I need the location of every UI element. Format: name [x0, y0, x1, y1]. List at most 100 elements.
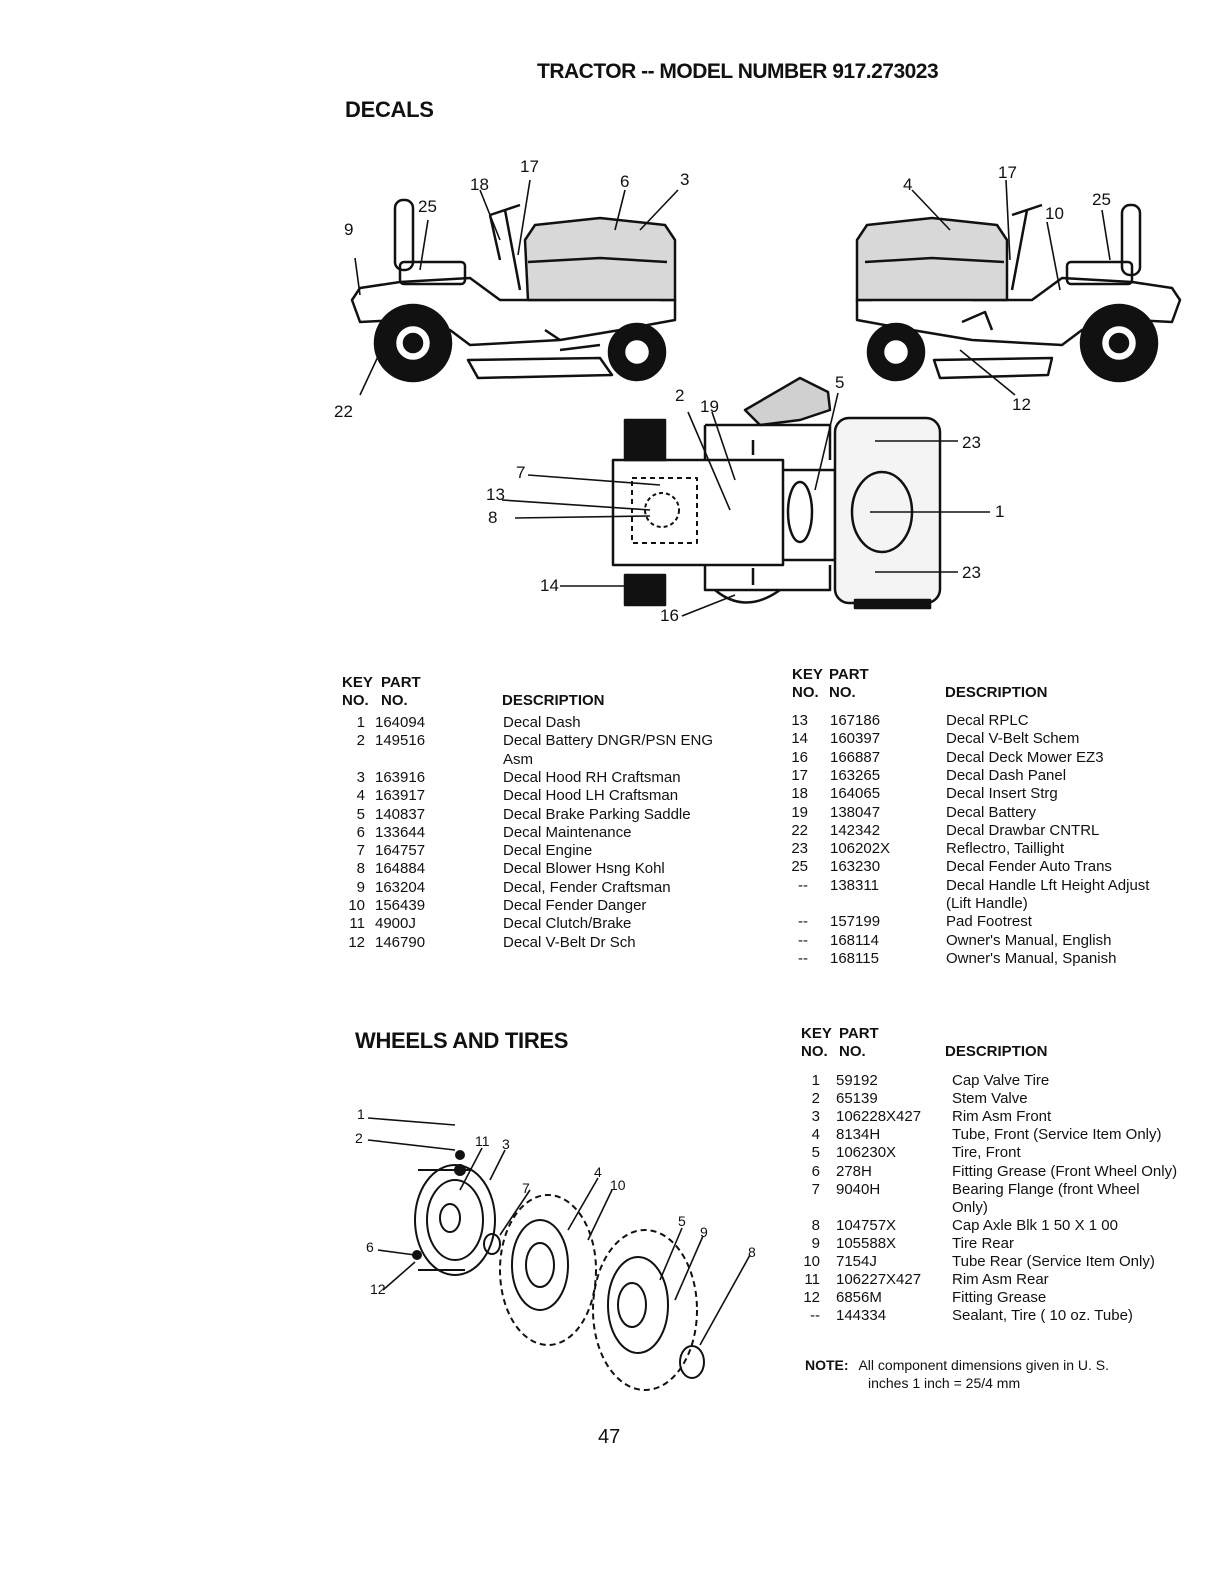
callout-left-22: 22	[334, 402, 353, 421]
part-cell: 4900J	[375, 915, 416, 933]
key-cell: 11	[804, 1271, 820, 1289]
callout-right-25: 25	[1092, 190, 1111, 209]
description-cell: Sealant, Tire ( 10 oz. Tube)	[952, 1307, 1133, 1325]
key-cell: 23	[791, 840, 808, 858]
part-cell: 8134H	[836, 1126, 881, 1144]
callout-top-19: 19	[700, 397, 719, 416]
part-cell: 168114	[830, 931, 879, 949]
page-number: 47	[598, 1426, 621, 1448]
key-cell: 8	[811, 1216, 820, 1234]
decals-left-key-header: KEY	[342, 674, 373, 691]
description-cell: Stem Valve	[952, 1090, 1028, 1108]
description-cell: Bearing Flange (front Wheel	[952, 1180, 1140, 1198]
wheels-desc-header: DESCRIPTION	[945, 1043, 1048, 1060]
callout-top-7: 7	[516, 463, 526, 482]
note-line2: inches 1 inch = 25/4 mm	[868, 1375, 1021, 1391]
callout-top-23b: 23	[962, 563, 981, 582]
note-label: NOTE:	[805, 1357, 849, 1373]
key-cell: 7	[811, 1180, 820, 1198]
key-cell: --	[810, 1307, 820, 1325]
key-cell: 2	[811, 1090, 820, 1108]
description-cell: Fitting Grease (Front Wheel Only)	[952, 1162, 1178, 1180]
description-cell: Decal Deck Mower EZ3	[946, 748, 1104, 766]
key-cell: 2	[356, 732, 365, 750]
key-cell: 1	[811, 1072, 820, 1089]
part-cell: 106202X	[830, 840, 891, 858]
key-cell: 16	[791, 748, 808, 766]
key-cell: 5	[811, 1144, 820, 1162]
wheels-no2-header: NO.	[839, 1043, 866, 1060]
key-cell: 9	[356, 878, 365, 896]
decals-left-part-header: PART	[381, 674, 421, 691]
part-cell: 106227X427	[836, 1271, 922, 1289]
description-cell: Decal, Fender Craftsman	[503, 878, 671, 896]
part-cell: 138047	[830, 803, 881, 821]
callout-wheel-7: 7	[522, 1180, 530, 1196]
part-cell: 156439	[375, 897, 426, 914]
part-cell: 146790	[375, 933, 426, 951]
description-cell: Decal Hood LH Craftsman	[503, 787, 679, 805]
decals-right-no2-header: NO.	[829, 684, 856, 701]
description-cell: Cap Axle Blk 1 50 X 1 00	[952, 1216, 1118, 1234]
key-cell: 10	[803, 1253, 820, 1270]
key-cell: --	[798, 913, 808, 931]
key-cell: --	[798, 876, 808, 894]
callout-wheel-5: 5	[678, 1213, 686, 1229]
wheels-part-header: PART	[839, 1025, 879, 1042]
left-tractor-diagram	[350, 198, 677, 383]
description-cell: Decal Blower Hsng Kohl	[503, 860, 665, 878]
part-cell: 168115	[830, 949, 879, 967]
part-cell: 144334	[836, 1307, 887, 1325]
key-cell: 19	[791, 803, 808, 821]
callout-right-12: 12	[1012, 395, 1031, 414]
key-cell: 6	[356, 823, 365, 841]
part-cell: 105588X	[836, 1234, 897, 1252]
description-cell: Decal Brake Parking Saddle	[503, 805, 691, 823]
description-cell: Decal V-Belt Schem	[946, 730, 1080, 748]
description-cell: (Lift Handle)	[946, 895, 1028, 912]
key-cell: 18	[791, 785, 808, 803]
right-tractor-diagram	[855, 203, 1182, 383]
description-cell: Decal Battery DNGR/PSN ENG	[503, 732, 714, 750]
part-cell: 106230X	[836, 1144, 897, 1162]
footnote: NOTE: All component dimensions given in …	[805, 1356, 1109, 1392]
callout-wheel-12: 12	[370, 1281, 386, 1297]
callout-left-17: 17	[520, 157, 539, 176]
part-cell: 7154J	[836, 1253, 877, 1270]
key-cell: 22	[791, 821, 808, 839]
key-cell: 3	[356, 768, 365, 786]
page-title: TRACTOR -- MODEL NUMBER 917.273023	[537, 60, 939, 83]
key-cell: 25	[791, 858, 808, 876]
description-cell: Decal Fender Danger	[503, 897, 647, 914]
decals-right-part-header: PART	[829, 666, 869, 683]
description-cell: Only)	[952, 1198, 988, 1216]
part-cell: 133644	[375, 823, 426, 841]
callout-left-3: 3	[680, 170, 690, 189]
description-cell: Decal RPLC	[946, 712, 1029, 729]
description-cell: Tube Rear (Service Item Only)	[952, 1253, 1155, 1270]
callout-top-13: 13	[486, 485, 505, 504]
callout-wheel-3: 3	[502, 1136, 510, 1152]
key-cell: --	[798, 931, 808, 949]
key-cell: 8	[356, 860, 365, 878]
key-cell: 4	[811, 1126, 820, 1144]
callout-left-18: 18	[470, 175, 489, 194]
callout-top-23a: 23	[962, 433, 981, 452]
part-cell: 167186	[830, 712, 881, 729]
callout-top-14: 14	[540, 576, 559, 595]
decals-left-no1-header: NO.	[342, 692, 369, 709]
description-cell: Decal Fender Auto Trans	[946, 858, 1112, 876]
description-cell: Decal Maintenance	[503, 823, 632, 841]
part-cell: 278H	[836, 1162, 872, 1180]
part-cell: 140837	[375, 805, 426, 823]
callout-right-17: 17	[998, 163, 1017, 182]
key-cell: 5	[356, 805, 365, 823]
part-cell: 138311	[830, 876, 879, 894]
key-cell: 6	[811, 1162, 820, 1180]
wheels-diagram	[412, 1150, 705, 1391]
callout-wheel-2: 2	[355, 1130, 363, 1146]
wheels-heading: WHEELS AND TIRES	[355, 1028, 569, 1053]
leader-lines	[354, 179, 1111, 1346]
description-cell: Reflectro, Taillight	[946, 840, 1065, 858]
key-cell: 10	[348, 897, 365, 914]
